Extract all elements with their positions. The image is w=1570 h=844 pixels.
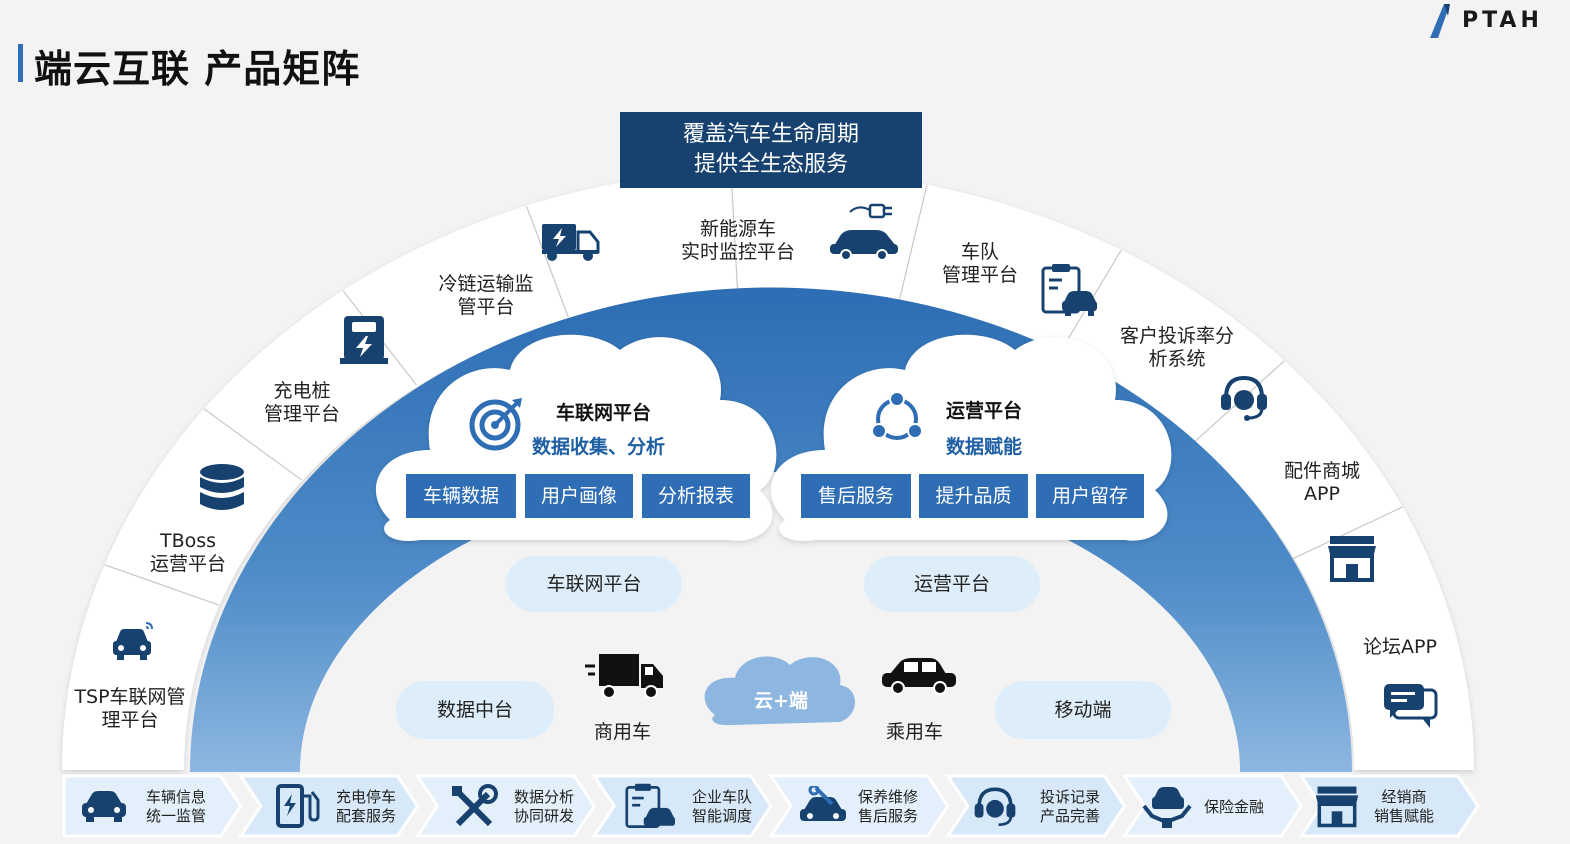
bottom-bar-label-7: 经销商 销售赋能 xyxy=(1373,788,1435,825)
fuel-pump-icon xyxy=(276,784,320,828)
segment-label-charging: 充电桩 管理平台 xyxy=(263,380,341,425)
segment-label-complaint: 客户投诉率分 析系统 xyxy=(1119,325,1235,370)
bottom-bar-label-4: 保养维修 售后服务 xyxy=(857,788,919,825)
chip-user-retention: 用户留存 xyxy=(1036,474,1144,518)
outer-arc-ring xyxy=(62,169,1474,770)
network-cycle-icon xyxy=(871,391,923,440)
pill-data-center: 数据中台 xyxy=(396,681,554,739)
headset-icon xyxy=(1221,375,1267,421)
bottom-bar-arrow-3 xyxy=(591,774,773,838)
arc-divider-1 xyxy=(203,408,302,481)
cloud-iov-subtitle: 数据收集、分析 xyxy=(532,436,666,458)
repair-car-icon xyxy=(800,786,846,821)
commercial-vehicle-label: 商用车 xyxy=(594,721,652,743)
segment-label-parts-mall: 配件商城 APP xyxy=(1283,460,1361,505)
cloud-iov-title: 车联网平台 xyxy=(556,402,652,424)
center-cloud-shape xyxy=(704,656,855,726)
insurance-car-icon xyxy=(1142,787,1192,828)
cloud-ops-subtitle: 数据赋能 xyxy=(946,436,1023,458)
ev-plug-car-icon xyxy=(830,203,898,261)
ptah-logo-icon xyxy=(1430,4,1450,38)
store-icon xyxy=(1315,786,1359,828)
segment-label-tboss: TBoss 运营平台 xyxy=(149,530,227,575)
arc-divider-4 xyxy=(730,170,739,289)
tools-icon xyxy=(452,784,498,827)
commercial-truck-icon xyxy=(585,654,663,699)
chip-quality-improve: 提升品质 xyxy=(919,474,1028,518)
page-title: 端云互联 产品矩阵 xyxy=(34,47,361,91)
electric-truck-icon xyxy=(542,224,600,261)
chip-analysis-report: 分析报表 xyxy=(642,474,750,518)
pill-iov-platform: 车联网平台 xyxy=(506,556,682,612)
segment-label-coldchain: 冷链运输监 管平台 xyxy=(438,273,534,318)
chip-after-sales: 售后服务 xyxy=(801,474,911,518)
banner-line-1: 覆盖汽车生命周期 xyxy=(682,122,859,147)
passenger-car-icon xyxy=(882,658,956,695)
fleet-clipboard-icon xyxy=(1041,264,1097,316)
bottom-bar-label-6: 保险金融 xyxy=(1203,798,1265,816)
segment-label-nev: 新能源车 实时监控平台 xyxy=(680,218,796,263)
bottom-bar-arrow-1 xyxy=(237,774,420,838)
arc-divider-5 xyxy=(898,185,928,301)
arc-divider-3 xyxy=(525,205,569,318)
lifecycle-banner: 覆盖汽车生命周期 提供全生态服务 xyxy=(620,112,922,188)
store-icon xyxy=(1328,536,1376,582)
bottom-bar-label-2: 数据分析 协同研发 xyxy=(513,788,575,825)
bottom-bar-label-5: 投诉记录 产品完善 xyxy=(1039,788,1101,825)
chat-icon xyxy=(1384,684,1438,728)
charging-station-icon xyxy=(340,316,388,364)
passenger-vehicle-label: 乘用车 xyxy=(886,721,944,743)
target-icon xyxy=(469,398,522,451)
fleet-clipboard-icon xyxy=(625,783,675,828)
segment-label-fleet: 车队 管理平台 xyxy=(941,241,1019,286)
arc-divider-0 xyxy=(104,564,220,606)
center-cloud-label: 云+端 xyxy=(754,690,808,712)
segment-label-tsp: TSP车联网管 理平台 xyxy=(74,686,186,731)
bottom-bar-label-3: 企业车队 智能调度 xyxy=(691,788,753,825)
chip-user-profile: 用户画像 xyxy=(525,474,633,518)
pill-ops-platform: 运营平台 xyxy=(864,556,1040,612)
brand-logo-text: PTAH xyxy=(1462,8,1543,33)
banner-line-2: 提供全生态服务 xyxy=(693,152,848,177)
arc-divider-8 xyxy=(1292,506,1403,560)
title-accent-bar xyxy=(18,44,23,82)
bottom-bar-label-0: 车辆信息 统一监管 xyxy=(145,788,207,825)
bottom-bar-label-1: 充电停车 配套服务 xyxy=(335,788,397,825)
database-icon xyxy=(200,464,244,510)
cloud-ops-title: 运营平台 xyxy=(946,400,1023,422)
chip-vehicle-data: 车辆数据 xyxy=(406,474,516,518)
connected-car-icon xyxy=(113,622,153,660)
headset-icon xyxy=(974,787,1016,827)
pill-mobile: 移动端 xyxy=(995,681,1171,739)
car-icon xyxy=(82,791,126,822)
segment-label-forum: 论坛APP xyxy=(1363,636,1437,658)
